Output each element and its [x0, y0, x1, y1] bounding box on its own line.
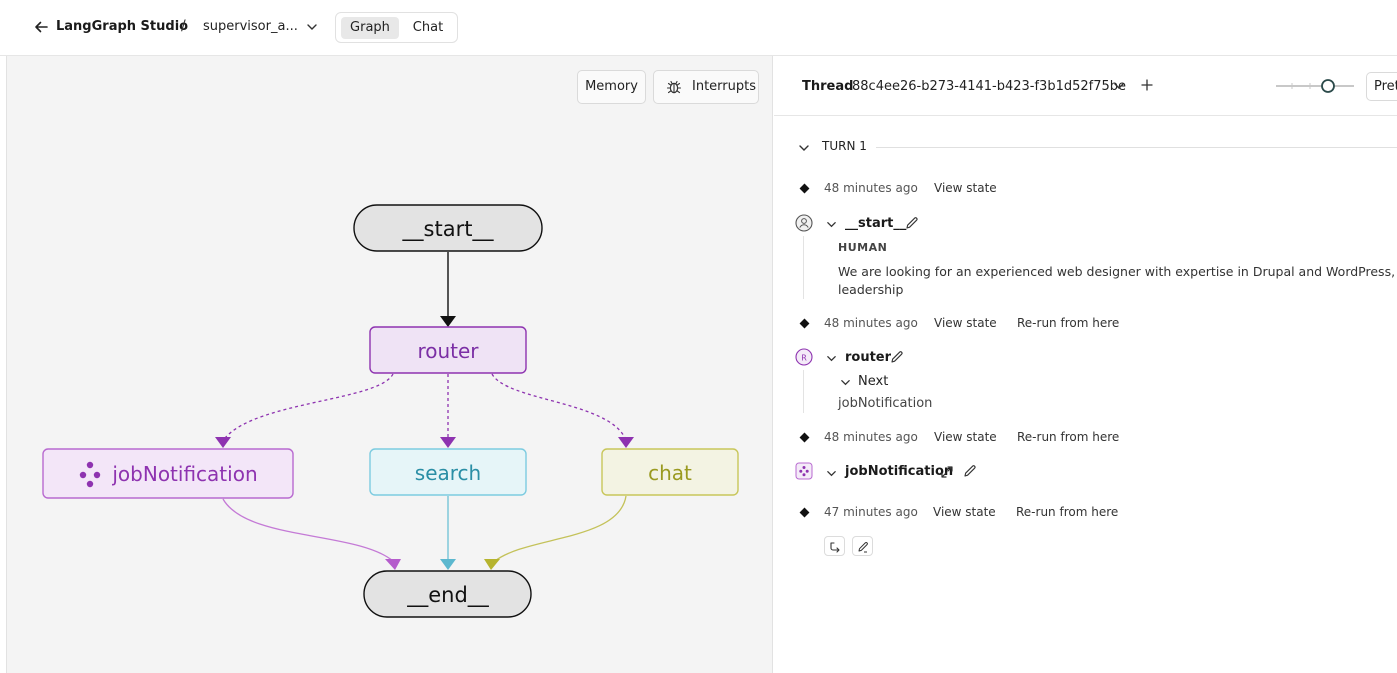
chevron-down-icon[interactable] — [826, 468, 837, 479]
edge-arrow-job-end — [385, 559, 401, 570]
edge-arrow-search-end — [440, 559, 456, 570]
tab-graph[interactable]: Graph — [341, 17, 399, 39]
node-end[interactable]: __end__ — [363, 570, 532, 618]
view-state-link[interactable]: View state — [934, 316, 997, 330]
view-state-link[interactable]: View state — [934, 181, 997, 195]
top-bar: LangGraph Studio / supervisor_a... Graph… — [0, 0, 1397, 56]
expand-icon[interactable] — [940, 465, 954, 479]
node-router-label: router — [417, 339, 479, 363]
chevron-down-icon[interactable] — [1113, 80, 1125, 92]
view-state-link[interactable]: View state — [934, 430, 997, 444]
checkpoint-diamond-icon — [799, 183, 810, 194]
node-job-notification[interactable]: jobNotification — [42, 448, 294, 499]
rerun-link[interactable]: Re-run from here — [1016, 505, 1119, 519]
chevron-down-icon[interactable] — [840, 377, 851, 388]
pencil-icon — [858, 542, 868, 553]
memory-button[interactable]: Memory — [577, 70, 646, 104]
rerun-link[interactable]: Re-run from here — [1017, 430, 1120, 444]
graph-selector[interactable]: supervisor_a... — [203, 19, 298, 34]
bug-icon — [666, 80, 682, 94]
breadcrumb-separator: / — [181, 18, 186, 34]
router-badge-letter: R — [801, 353, 807, 362]
edge-arrow-router-job — [215, 437, 231, 448]
node-end-label: __end__ — [406, 583, 489, 608]
checkpoint-diamond-icon — [799, 318, 810, 329]
thread-label: Thread — [802, 79, 854, 94]
edge-router-chat — [491, 373, 626, 439]
interrupts-button[interactable]: Interrupts — [653, 70, 759, 104]
edge-arrow-router-chat — [618, 437, 634, 448]
router-badge-icon: R — [795, 348, 813, 366]
next-value: jobNotification — [838, 396, 933, 411]
zoom-slider[interactable] — [1274, 76, 1356, 96]
checkpoint-time: 48 minutes ago — [824, 181, 918, 195]
checkpoint-time: 48 minutes ago — [824, 316, 918, 330]
graph-diagram: __start__ router jobNotification search … — [42, 204, 739, 618]
node-start-label: __start__ — [402, 217, 494, 242]
node-chat[interactable]: chat — [601, 448, 739, 496]
entry-connector — [803, 236, 804, 299]
edge-router-job — [224, 373, 394, 439]
chevron-down-icon[interactable] — [826, 219, 837, 230]
pencil-icon[interactable] — [963, 464, 977, 478]
rerun-link[interactable]: Re-run from here — [1017, 316, 1120, 330]
checkpoint-diamond-icon — [799, 507, 810, 518]
checkpoint-time: 47 minutes ago — [824, 505, 918, 519]
graph-canvas[interactable]: Memory Interrupts __sta — [6, 56, 773, 673]
thread-header: Thread 88c4ee26-b273-4141-b423-f3b1d52f7… — [774, 56, 1397, 116]
plus-icon[interactable] — [1140, 78, 1154, 92]
node-name-router: router — [845, 350, 892, 365]
checkpoint-diamond-icon — [799, 432, 810, 443]
app-title: LangGraph Studio — [56, 19, 189, 34]
turn-divider — [876, 147, 1397, 148]
message-line: leadership — [838, 282, 904, 297]
edge-arrow-start-router — [440, 316, 456, 327]
user-icon — [795, 214, 813, 232]
graph-edges — [215, 252, 634, 570]
subgraph-icon — [79, 461, 101, 488]
tab-chat[interactable]: Chat — [412, 20, 444, 35]
chevron-down-icon[interactable] — [306, 21, 318, 33]
view-toggle: Graph Chat — [335, 12, 458, 43]
edit-state-button[interactable] — [852, 536, 873, 556]
node-job-label: jobNotification — [111, 462, 257, 486]
view-mode-button[interactable]: Pret — [1366, 72, 1397, 101]
node-chat-label: chat — [648, 461, 692, 485]
next-label: Next — [858, 374, 889, 389]
thread-panel: Thread 88c4ee26-b273-4141-b423-f3b1d52f7… — [774, 56, 1397, 673]
entry-connector — [803, 370, 804, 413]
fork-icon — [830, 542, 840, 553]
arrow-left-icon[interactable] — [33, 19, 49, 35]
node-start[interactable]: __start__ — [353, 204, 543, 252]
role-label: HUMAN — [838, 241, 888, 254]
interrupts-label: Interrupts — [692, 79, 756, 94]
edge-arrow-chat-end — [484, 559, 500, 570]
node-search[interactable]: search — [369, 448, 527, 496]
pencil-icon[interactable] — [905, 216, 919, 230]
checkpoint-time: 48 minutes ago — [824, 430, 918, 444]
subgraph-icon — [795, 462, 813, 480]
chevron-down-icon[interactable] — [826, 353, 837, 364]
node-name-start: __start__ — [845, 216, 907, 231]
chevron-down-icon[interactable] — [798, 142, 810, 154]
view-state-link[interactable]: View state — [933, 505, 996, 519]
edge-arrow-router-search — [440, 437, 456, 448]
fork-button[interactable] — [824, 536, 845, 556]
turn-label: TURN 1 — [822, 139, 867, 153]
node-search-label: search — [415, 461, 481, 485]
message-line: We are looking for an experienced web de… — [838, 264, 1397, 279]
node-router[interactable]: router — [369, 326, 527, 374]
edge-chat-end — [494, 495, 627, 562]
pencil-icon[interactable] — [890, 350, 904, 364]
thread-id-selector[interactable]: 88c4ee26-b273-4141-b423-f3b1d52f75be — [852, 79, 1127, 94]
node-name-job-notification: jobNotification — [845, 464, 954, 479]
turn-header: TURN 1 — [798, 139, 1397, 157]
edge-job-end — [222, 498, 394, 562]
human-message: We are looking for an experienced web de… — [838, 263, 1397, 299]
